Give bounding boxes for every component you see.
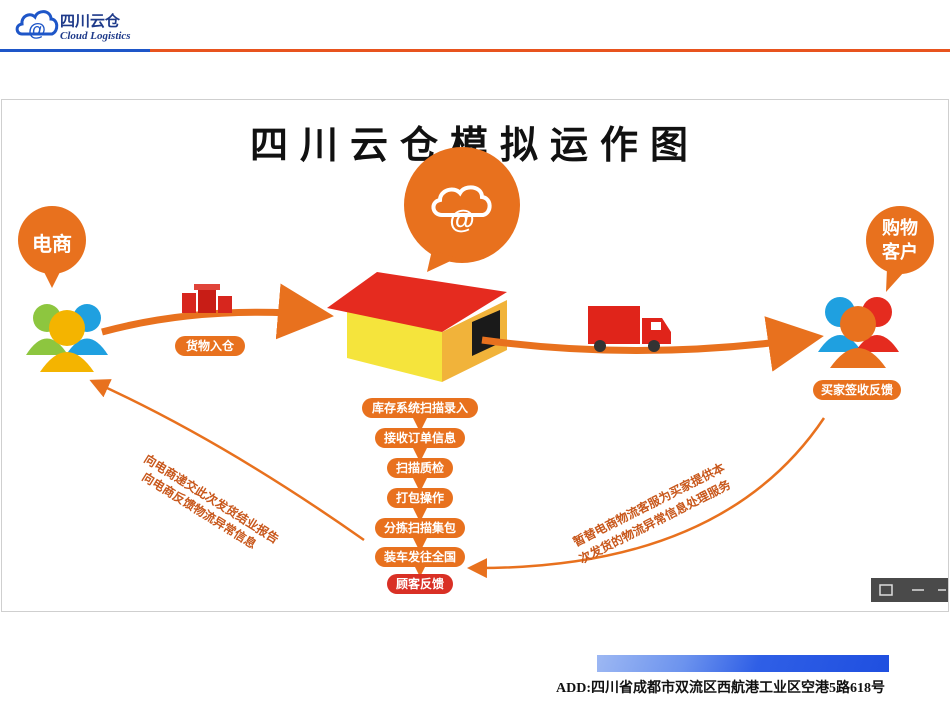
return-arrow-left	[89, 379, 365, 542]
zoom-out-icon[interactable]	[911, 584, 925, 596]
merchant-bubble	[18, 206, 86, 288]
customer-people-icon	[818, 297, 899, 368]
diagram-frame: 四川云仓模拟运作图	[1, 99, 949, 612]
inbound-label: 货物入仓	[175, 336, 245, 356]
footer-address: ADD:四川省成都市双流区西航港工业区空港5路618号	[556, 681, 885, 696]
process-step: 分拣扫描集包	[375, 518, 465, 538]
customer-feedback-label: 买家签收反馈	[813, 380, 901, 400]
merchant-label: 电商	[32, 232, 72, 256]
process-step: 扫描质检	[387, 458, 453, 478]
process-step: 装车发往全国	[375, 547, 465, 567]
process-step-final: 顾客反馈	[387, 574, 453, 594]
more-icon[interactable]	[937, 584, 947, 596]
gift-boxes-icon	[182, 284, 232, 313]
outbound-arrow	[481, 316, 824, 372]
process-step: 接收订单信息	[375, 428, 465, 448]
return-arrow-right	[467, 417, 826, 579]
inbound-arrow	[101, 283, 334, 340]
header: @ 四川云仓 Cloud Logistics	[0, 0, 950, 60]
header-rule-blue	[0, 49, 150, 52]
customer-bubble	[866, 206, 934, 292]
customer-label-line1: 购物	[882, 218, 918, 239]
merchant-people-icon	[26, 304, 108, 372]
viewer-toolbar[interactable]	[871, 578, 948, 602]
fit-screen-icon[interactable]	[879, 584, 893, 596]
cloud-bubble: @	[404, 147, 520, 272]
process-step: 打包操作	[387, 488, 453, 508]
truck-icon	[588, 306, 671, 352]
cloud-logo-icon: @	[15, 10, 59, 40]
brand-name-cn: 四川云仓	[60, 12, 121, 30]
footer-decor-bar	[597, 655, 889, 672]
warehouse-icon	[327, 272, 507, 382]
customer-label-line2: 客户	[882, 242, 918, 263]
brand-name-en: Cloud Logistics	[60, 30, 131, 42]
svg-text:@: @	[28, 20, 46, 40]
diagram-graphics: @	[18, 147, 934, 579]
process-step: 库存系统扫描录入	[362, 398, 478, 418]
header-rule-orange	[150, 49, 950, 52]
svg-text:@: @	[449, 204, 474, 234]
